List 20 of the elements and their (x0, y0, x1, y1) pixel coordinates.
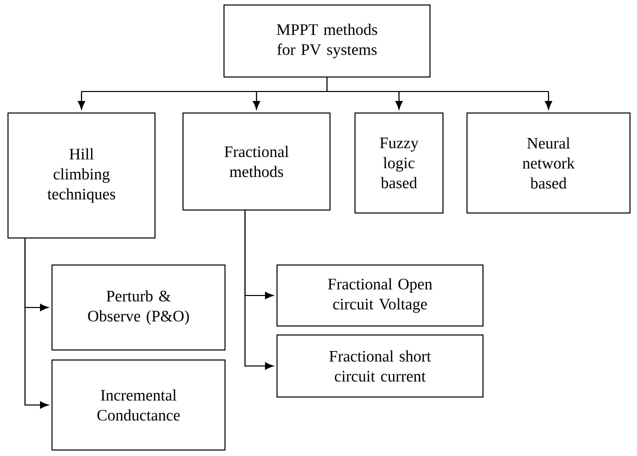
arrow (252, 92, 260, 110)
connector-line (82, 90, 256, 92)
process-box: Fractional Open circuit Voltage (276, 264, 484, 326)
arrow (24, 238, 48, 409)
process-box: Incremental Conductance (52, 360, 226, 450)
connector-line (327, 90, 399, 92)
process-box: Fractional methods (182, 112, 330, 210)
connector-line (399, 90, 548, 92)
process-box: Perturb & Observe (P&O) (52, 264, 226, 350)
connector-line (326, 78, 328, 92)
process-box: Fuzzy logic based (354, 112, 444, 214)
arrow (544, 92, 552, 110)
connector-line (256, 90, 327, 92)
arrow (395, 92, 403, 110)
arrow (78, 92, 86, 110)
process-box: Hill climbing techniques (8, 112, 156, 238)
arrow (244, 210, 274, 370)
process-box: MPPT methods for PV systems (224, 4, 430, 78)
process-box: Neural network based (466, 112, 630, 214)
process-box: Fractional short circuit current (276, 334, 484, 398)
